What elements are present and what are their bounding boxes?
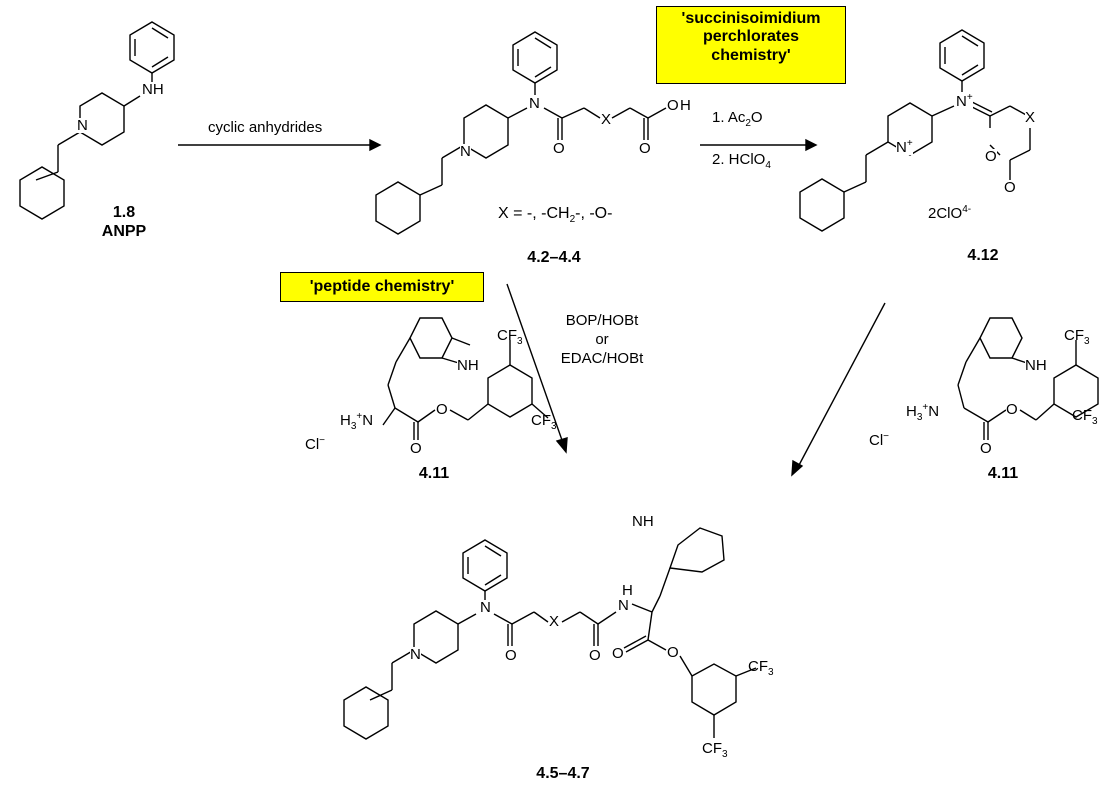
indole-ring <box>669 527 725 573</box>
atom-o: O <box>553 140 565 157</box>
atom-n: N <box>529 95 540 112</box>
atom-x: X <box>601 111 612 128</box>
atom-n: N <box>77 117 88 134</box>
indole-benzo-ring <box>979 317 1023 359</box>
compound-number-anpp: 1.8 <box>112 204 136 221</box>
atom-n: N <box>460 143 471 160</box>
atom-nh: NH <box>632 513 654 530</box>
highlight-succinimidium: 'succinisoimidium perchlorates chemistry… <box>656 6 846 84</box>
atom-cf3: CF3 <box>1064 327 1090 347</box>
atom-nh: NH <box>457 357 479 374</box>
compound-number-salt: 4.12 <box>967 247 999 264</box>
counterion-chloride-right: Cl− <box>869 431 890 449</box>
atom-nh: NH <box>1025 357 1047 374</box>
benzene-ring <box>19 166 65 220</box>
trp-ester-right <box>957 317 1099 440</box>
counterion-perchlorate: 2ClO4- <box>928 204 972 222</box>
atom-cf3: CF3 <box>1072 407 1098 427</box>
compound-number-product: 4.5–4.7 <box>536 765 590 782</box>
arrow-peptide <box>506 283 564 444</box>
benzene-ring <box>343 686 389 740</box>
benzene-ring <box>129 21 175 74</box>
atom-h3n: H3+N <box>340 411 374 432</box>
atom-nh: NH <box>142 81 164 98</box>
atom-o: O <box>667 644 679 661</box>
atom-o: O <box>505 647 517 664</box>
atom-o: O <box>985 148 997 165</box>
counterion-chloride-left: Cl− <box>305 435 326 453</box>
atom-n: N <box>410 646 421 663</box>
atom-cf3: CF3 <box>702 740 728 760</box>
atom-cf3: CF3 <box>531 412 557 432</box>
compound-number-ester-left: 4.11 <box>418 465 450 482</box>
trp-ester-left <box>382 317 549 440</box>
arrow-succinimidium <box>797 302 886 468</box>
indole-benzo-ring <box>409 317 453 359</box>
atom-n: N+ <box>956 92 973 110</box>
atom-o: O <box>410 440 422 457</box>
atom-o: O <box>1004 179 1016 196</box>
atom-o: O <box>1006 401 1018 418</box>
arrow-succinimidium-head <box>791 459 804 477</box>
atom-o: O <box>980 440 992 457</box>
acid-structure <box>375 31 667 235</box>
condition-step1: cyclic anhydrides <box>208 119 323 136</box>
atom-n: N+ <box>896 138 913 156</box>
arrow-peptide-head <box>555 437 568 454</box>
benzene-ring <box>462 539 508 592</box>
atom-h: H <box>680 97 691 114</box>
atom-o: O <box>667 97 679 114</box>
atom-cf3: CF3 <box>497 327 523 347</box>
atom-n: N <box>618 597 629 614</box>
highlight-peptide: 'peptide chemistry' <box>280 272 484 302</box>
benzene-ring <box>939 29 985 82</box>
atom-n: N <box>480 599 491 616</box>
x-definition: X = -, -CH2-, -O- <box>498 205 613 226</box>
compound-number-acid: 4.2–4.4 <box>527 249 581 266</box>
anpp-structure <box>19 21 175 220</box>
atom-o: O <box>436 401 448 418</box>
atom-h3n: H3+N <box>906 402 940 423</box>
benzene-ring <box>375 181 421 235</box>
condition-step2a: 1. Ac2O <box>712 109 763 129</box>
atom-x: X <box>549 613 560 630</box>
product-structure <box>343 527 757 740</box>
condition-step2b: 2. HClO4 <box>712 151 771 171</box>
aryl-ring <box>691 663 737 716</box>
benzene-ring <box>512 31 558 84</box>
condition-coupling: BOP/HOBt or EDAC/HOBt <box>560 312 644 367</box>
arrow-step1-head <box>369 138 382 152</box>
atom-cf3: CF3 <box>748 658 774 678</box>
arrow-step2-head <box>805 138 818 152</box>
atom-h: H <box>622 582 633 599</box>
aryl-ring <box>1053 364 1099 418</box>
compound-number-ester-right: 4.11 <box>987 465 1019 482</box>
benzene-ring <box>799 178 845 232</box>
aryl-ring <box>487 364 533 418</box>
atom-o: O <box>639 140 651 157</box>
atom-o: O <box>589 647 601 664</box>
salt-structure <box>799 29 1031 232</box>
atom-o: O <box>612 645 624 662</box>
atom-x: X <box>1025 109 1036 126</box>
compound-name-anpp: ANPP <box>101 223 147 240</box>
